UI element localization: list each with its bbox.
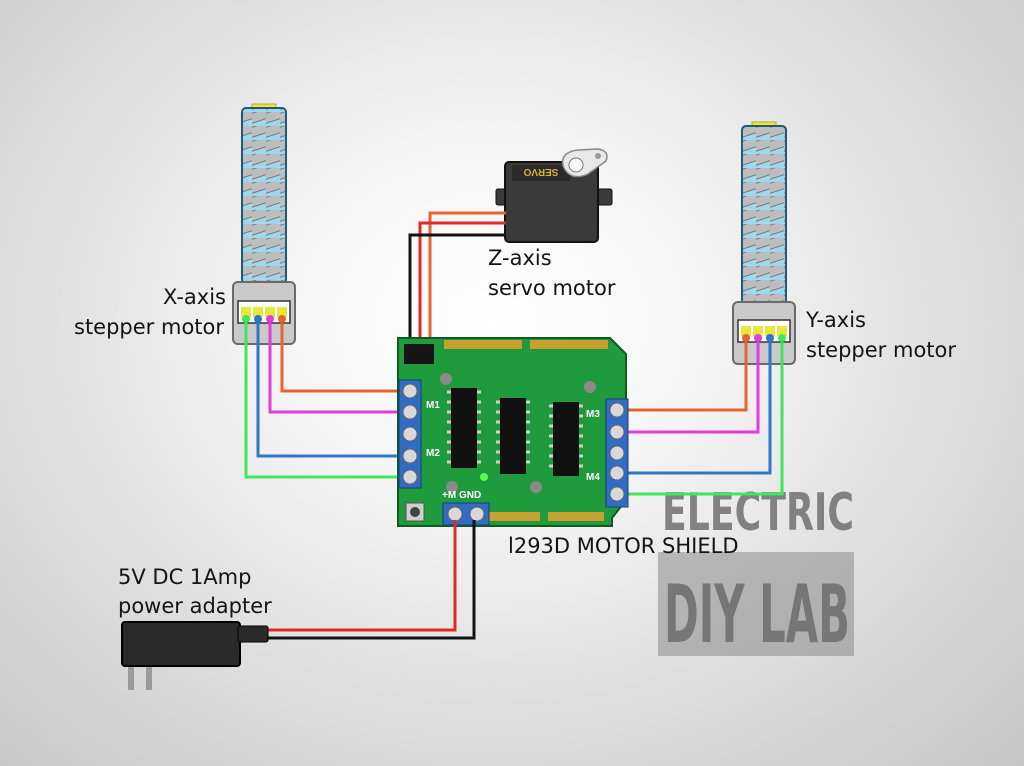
x-motor-connector (237, 300, 291, 324)
y-axis-stepper-motor (732, 121, 796, 365)
servo-wire-ground (408, 233, 506, 346)
servo-label: SERVO (523, 166, 558, 177)
y-wire-blue (628, 342, 772, 475)
power-wire-red (268, 520, 457, 632)
port-label-m4: M4 (586, 472, 600, 483)
port-label-m3: M3 (586, 409, 600, 420)
adapter-prong-2 (146, 660, 152, 690)
adapter-body (121, 621, 241, 667)
watermark-plate (658, 552, 854, 656)
servo-header (404, 344, 434, 364)
watermark-line-2: DIY LAB (664, 568, 850, 661)
y-wire-green (628, 342, 784, 496)
x-lead-screw (241, 107, 287, 285)
driver-chip-2 (496, 398, 530, 474)
shield-label: l293D MOTOR SHIELD (508, 534, 739, 558)
x-motor-wires (244, 323, 400, 479)
port-label-m1: M1 (426, 400, 440, 411)
x-axis-label-line1: X-axis (163, 285, 226, 309)
servo-wire-power (418, 221, 506, 346)
servo-wires (408, 211, 506, 346)
z-axis-servo-motor: SERVO (495, 148, 613, 243)
power-adapter (121, 621, 269, 690)
driver-chip-1 (447, 388, 481, 468)
y-motor-wires (628, 342, 784, 496)
x-axis-stepper-motor (232, 103, 296, 345)
power-led (480, 473, 488, 481)
servo-body (504, 161, 599, 243)
power-wires (268, 520, 476, 640)
power-label-line1: 5V DC 1Amp (118, 565, 251, 589)
power-label-line2: power adapter (118, 594, 272, 618)
motor-shield: M1 M2 M3 M4 +M GND (397, 337, 629, 527)
z-axis-label-line1: Z-axis (488, 246, 552, 270)
adapter-cable-boot (237, 625, 269, 643)
left-terminal-block (398, 379, 422, 489)
right-terminal-block (605, 398, 629, 508)
x-wire-blue (256, 323, 400, 458)
z-axis-label-line2: servo motor (488, 276, 616, 300)
y-axis-label-line2: stepper motor (806, 338, 956, 362)
y-motor-connector (737, 319, 791, 343)
port-label-m2: M2 (426, 448, 440, 459)
power-terminal-block (442, 502, 490, 526)
servo-wire-signal (428, 211, 506, 346)
y-lead-screw (741, 125, 787, 305)
x-axis-label-line2: stepper motor (74, 315, 224, 339)
adapter-prong-1 (128, 660, 134, 690)
x-wire-green (244, 323, 400, 479)
y-wire-magenta (628, 342, 760, 434)
x-wire-magenta (268, 323, 400, 414)
watermark: ELECTRIC DIY LAB (658, 483, 854, 661)
y-axis-label-line1: Y-axis (805, 308, 866, 332)
driver-chip-3 (549, 402, 583, 476)
power-terminal-label: +M GND (442, 490, 481, 501)
y-wire-orange (628, 342, 748, 412)
x-wire-orange (280, 323, 400, 393)
power-wire-black (268, 520, 476, 640)
